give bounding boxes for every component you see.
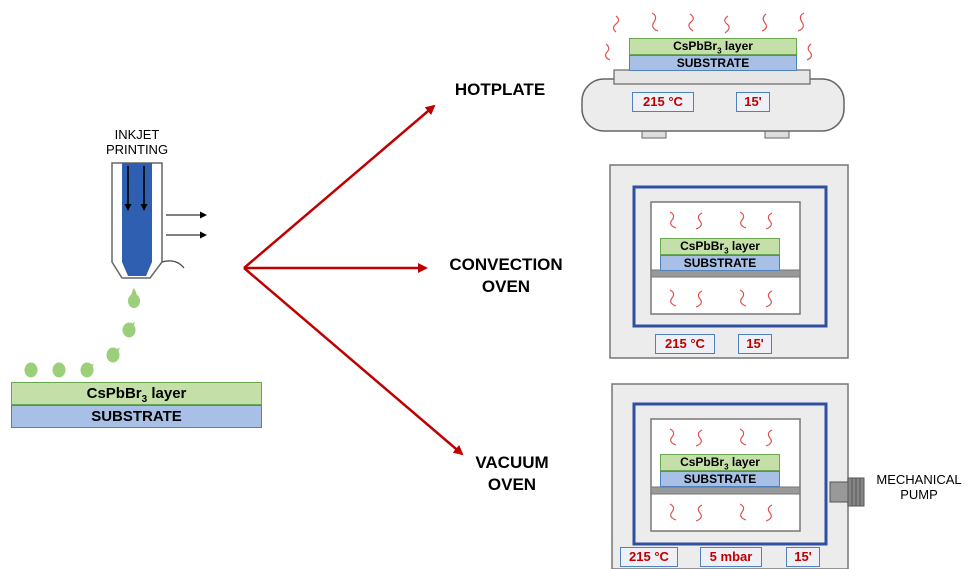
vacuum-temperature-display: 215 °C — [620, 547, 678, 567]
hotplate-substrate-layer: SUBSTRATE — [629, 55, 797, 71]
vacuum-perovskite-layer: CsPbBr3 layer — [660, 454, 780, 471]
ink-droplets — [24, 288, 140, 378]
process-arrows — [243, 104, 464, 456]
left-substrate-layer: SUBSTRATE — [11, 405, 262, 428]
vacuum-oven-label: VACUUM OVEN — [475, 453, 549, 494]
left-perovskite-layer: CsPbBr3 layer — [11, 382, 262, 405]
inkjet-label-line2: PRINTING — [105, 142, 169, 157]
hotplate-time-display: 15' — [736, 92, 770, 112]
vacuum-substrate-layer: SUBSTRATE — [660, 471, 780, 487]
inkjet-printhead — [111, 162, 185, 279]
convection-heat-waves — [669, 211, 773, 308]
hotplate-temperature-display: 215 °C — [632, 92, 694, 112]
hotplate-device — [581, 69, 845, 139]
hotplate-perovskite-layer: CsPbBr3 layer — [629, 38, 797, 55]
vacuum-heat-waves — [669, 428, 773, 522]
hotplate-label: HOTPLATE — [454, 80, 546, 99]
hotplate-heat-waves — [604, 12, 813, 61]
convection-oven-label: CONVECTION OVEN — [449, 255, 563, 296]
motion-arrows — [166, 211, 207, 239]
convection-time-display: 15' — [738, 334, 772, 354]
mechanical-pump-label: MECHANICAL PUMP — [876, 472, 962, 502]
inkjet-label-line1: INKJET — [114, 127, 160, 142]
convection-substrate-layer: SUBSTRATE — [660, 255, 780, 271]
vacuum-pressure-display: 5 mbar — [700, 547, 762, 567]
pump-hose — [829, 477, 865, 507]
convection-temperature-display: 215 °C — [655, 334, 715, 354]
vacuum-time-display: 15' — [786, 547, 820, 567]
convection-perovskite-layer: CsPbBr3 layer — [660, 238, 780, 255]
inkjet-label: INKJET PRINTING — [92, 127, 182, 157]
